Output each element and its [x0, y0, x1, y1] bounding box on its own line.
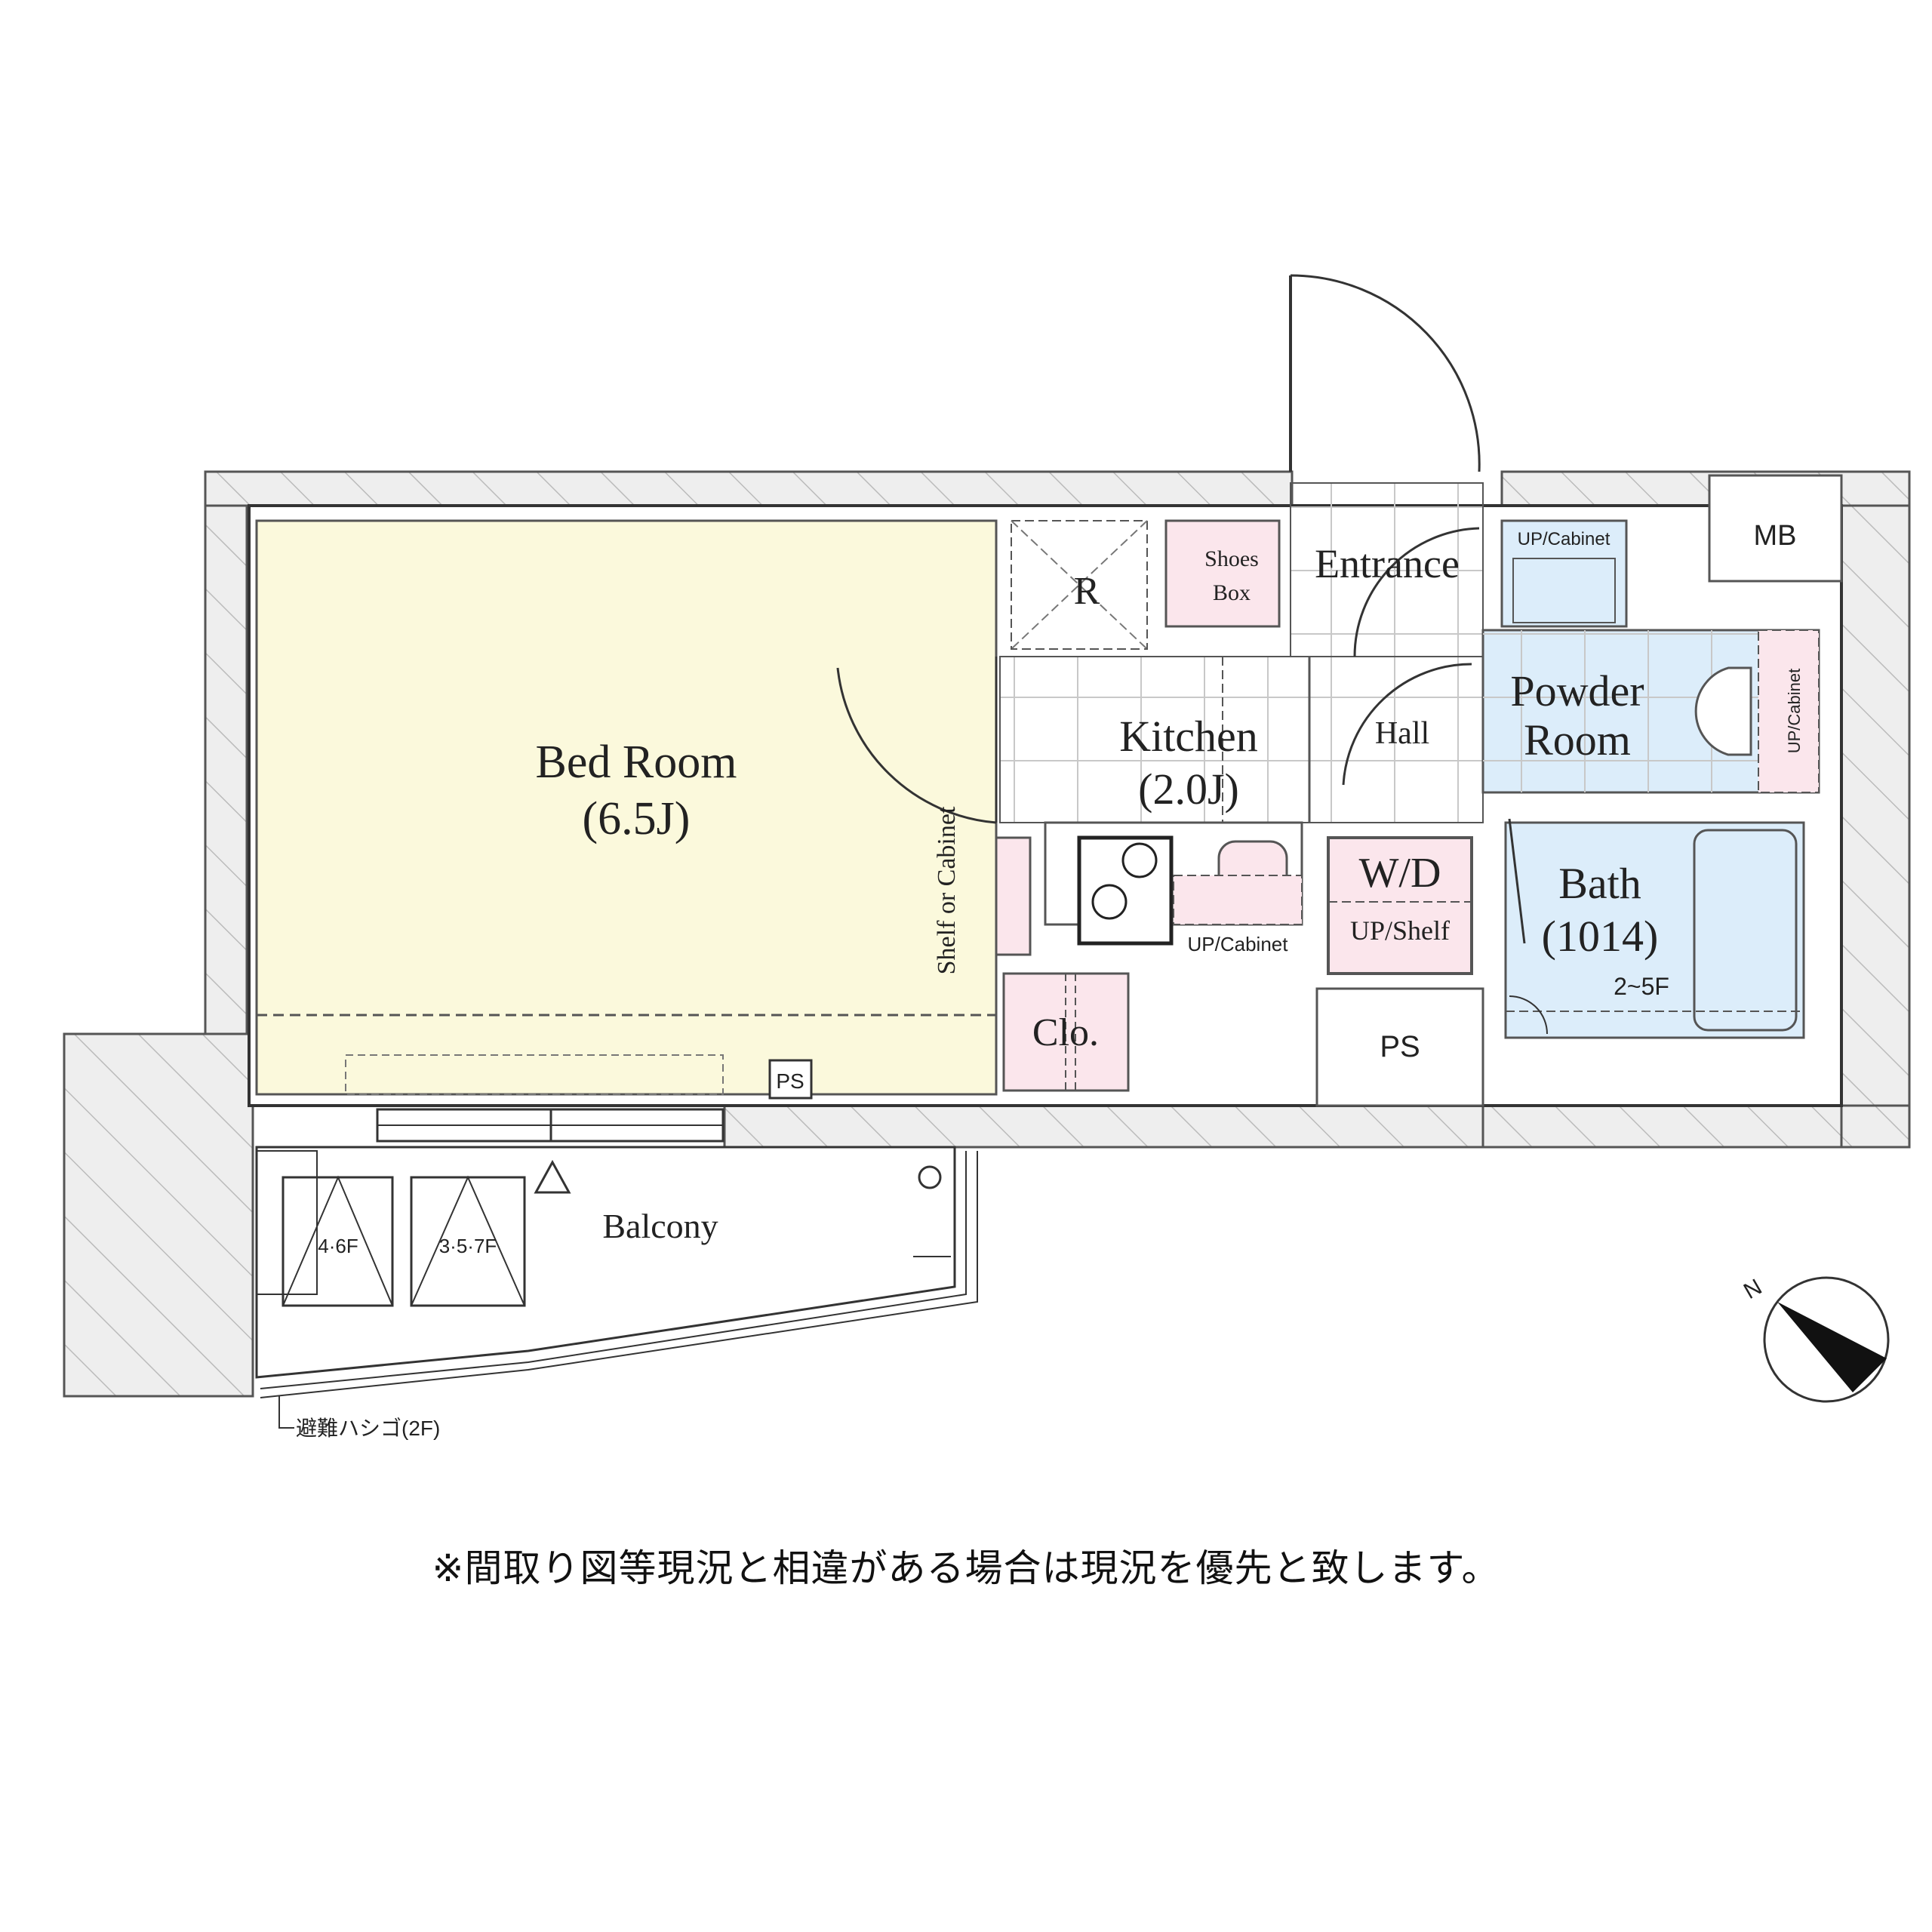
bedroom-size: (6.5J) — [583, 793, 691, 844]
balcony-label: Balcony — [602, 1207, 718, 1245]
shelf-cabinet — [995, 836, 1032, 956]
ac-unit-b-label: 3·5·7F — [439, 1235, 497, 1257]
ps-main-label: PS — [1380, 1030, 1420, 1063]
disclaimer-note: ※間取り図等現況と相違がある場合は現況を優先と致します。 — [432, 1546, 1500, 1590]
compass-arrow-icon — [1777, 1302, 1887, 1392]
refrigerator-label: R — [1074, 570, 1100, 613]
bedroom-label: Bed Room — [536, 737, 737, 788]
powder-room-label-1: Powder — [1510, 666, 1644, 715]
shoes-box-label-2: Box — [1213, 580, 1251, 605]
shoes-box-label-1: Shoes — [1204, 546, 1259, 571]
shelf-or-cabinet-label: Shelf or Cabinet — [933, 806, 961, 974]
shoes-box — [1164, 519, 1281, 628]
entry-door — [1289, 274, 1481, 786]
evacuation-ladder-label: 避難ハシゴ(2F) — [296, 1417, 440, 1440]
ps-bedroom-label: PS — [776, 1069, 804, 1093]
ac-unit-a-label: 4·6F — [318, 1235, 358, 1257]
kitchen-size: (2.0J) — [1138, 764, 1239, 814]
closet-label: Clo. — [1032, 1011, 1099, 1054]
washer-dryer-space — [1327, 836, 1473, 975]
powder-up-cabinet-label: UP/Cabinet — [1518, 529, 1611, 549]
entrance-area — [1290, 482, 1484, 657]
mb-label: MB — [1754, 520, 1797, 552]
ac-unit-a — [281, 1176, 394, 1307]
meter-box — [1708, 474, 1843, 583]
entrance-label: Entrance — [1315, 541, 1460, 586]
kitchen-label: Kitchen — [1119, 712, 1258, 761]
ac-unit-b — [410, 1176, 526, 1307]
bath-floor-note: 2~5F — [1614, 973, 1669, 1000]
bath-size: (1014) — [1542, 912, 1659, 961]
compass: N — [1740, 1275, 1890, 1403]
bath-label: Bath — [1558, 859, 1641, 908]
bathtub — [1693, 829, 1798, 1032]
powder-side-cabinet — [1758, 629, 1820, 793]
compass-label: N — [1740, 1275, 1766, 1304]
hall-label: Hall — [1375, 716, 1429, 751]
powder-side-cabinet-label: UP/Cabinet — [1785, 669, 1804, 754]
evacuation-ladder-hatch — [256, 1150, 318, 1295]
powder-up-cabinet — [1500, 519, 1628, 628]
ps-bedroom-shaft — [768, 1059, 813, 1100]
bedroom-area — [255, 519, 998, 1096]
powder-room-label-2: Room — [1524, 715, 1631, 764]
kitchen-up-cabinet-label: UP/Cabinet — [1188, 933, 1289, 955]
powder-sink — [1694, 666, 1752, 756]
ps-shaft — [1315, 987, 1484, 1107]
washer-dryer-label: W/D — [1359, 850, 1441, 897]
up-shelf-label: UP/Shelf — [1350, 915, 1450, 946]
balcony-entry-marker — [534, 1159, 571, 1194]
